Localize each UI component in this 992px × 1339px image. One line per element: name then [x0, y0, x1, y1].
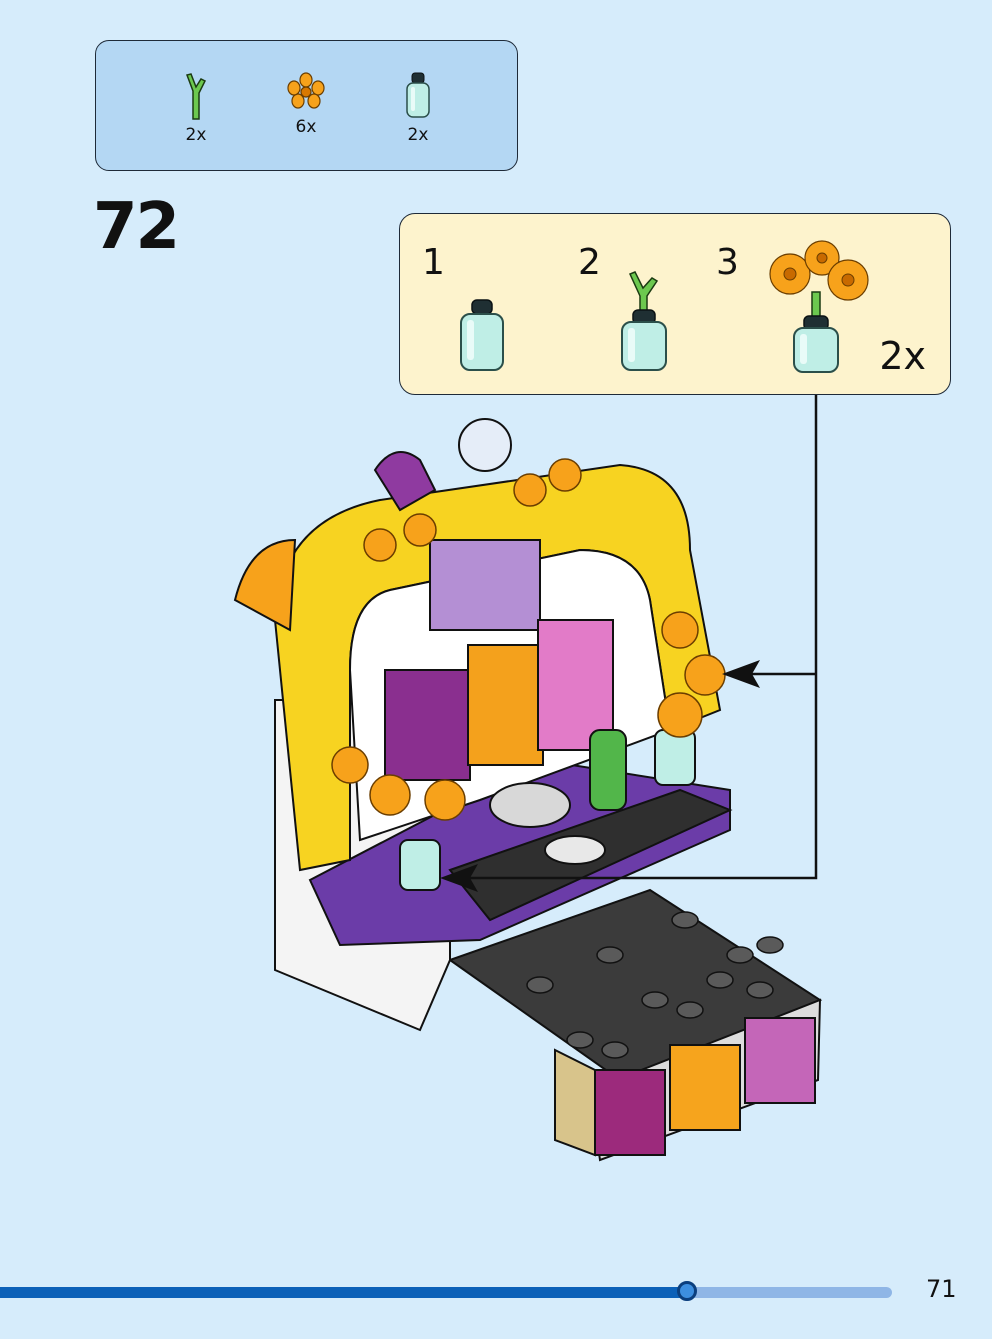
- arrow-head: [722, 660, 760, 688]
- substep-number: 3: [716, 242, 739, 283]
- page-number: 71: [926, 1275, 957, 1303]
- parts-list-panel: 2x 6x 2x: [95, 40, 518, 171]
- part-item-stem: 2x: [166, 71, 226, 145]
- part-qty: 2x: [185, 125, 207, 145]
- part-qty: 6x: [295, 117, 317, 137]
- bottle-with-stem-icon: [621, 271, 667, 371]
- step-number: 72: [93, 190, 180, 264]
- altar-model-illustration: [233, 418, 823, 1162]
- bottle-icon: [406, 72, 430, 118]
- progress-fill: [0, 1287, 687, 1298]
- part-qty: 2x: [407, 125, 429, 145]
- bottle-icon: [460, 299, 504, 371]
- flower-icon: [287, 72, 325, 109]
- progress-knob: [677, 1281, 697, 1301]
- part-item-flower: 6x: [276, 71, 336, 137]
- substep-number: 1: [422, 242, 445, 283]
- stem-icon: [186, 73, 207, 120]
- substep-number: 2: [578, 242, 601, 283]
- progress-track: [0, 1287, 892, 1298]
- bottle-with-flowers-icon: [769, 240, 869, 373]
- arrow-head: [440, 864, 478, 892]
- substep-panel: 1 2 3 2x: [399, 213, 951, 395]
- part-item-bottle: 2x: [388, 71, 448, 145]
- substep-multiplier: 2x: [879, 334, 926, 378]
